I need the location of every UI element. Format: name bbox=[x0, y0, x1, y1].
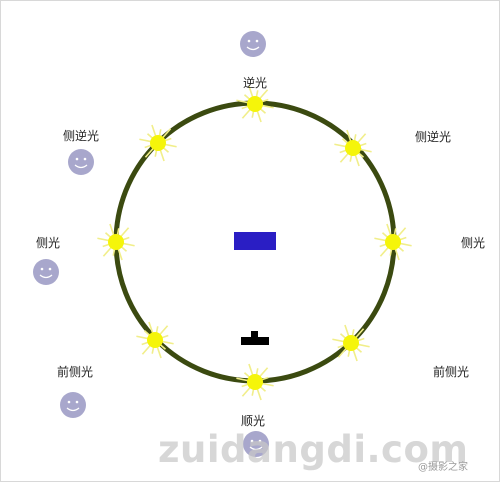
label-bottom-right: 前侧光 bbox=[433, 365, 470, 379]
face-icon bbox=[240, 31, 266, 57]
watermark: zuidangdi.com bbox=[158, 428, 469, 471]
sun-icon bbox=[97, 223, 135, 261]
face-icon bbox=[33, 259, 59, 285]
face-icon bbox=[68, 149, 94, 175]
label-left: 侧光 bbox=[36, 236, 61, 250]
face-icon bbox=[60, 392, 86, 418]
face-icon bbox=[243, 431, 269, 457]
label-right: 侧光 bbox=[461, 236, 486, 250]
sun-icon bbox=[374, 223, 412, 261]
subject-block bbox=[234, 232, 276, 250]
sun-icon bbox=[236, 363, 274, 401]
sun-icon bbox=[139, 124, 177, 162]
label-bottom: 顺光 bbox=[241, 414, 266, 428]
label-top-left: 侧逆光 bbox=[63, 129, 100, 143]
credit: @摄影之家 bbox=[418, 462, 468, 473]
label-bottom-left: 前侧光 bbox=[57, 365, 94, 379]
sun-icon bbox=[332, 324, 370, 362]
camera-icon bbox=[241, 331, 269, 345]
sun-icon bbox=[136, 321, 174, 359]
label-top-right: 侧逆光 bbox=[415, 130, 452, 144]
label-top: 逆光 bbox=[243, 76, 268, 90]
sun-icon bbox=[334, 129, 372, 167]
sun-icon bbox=[236, 85, 274, 123]
